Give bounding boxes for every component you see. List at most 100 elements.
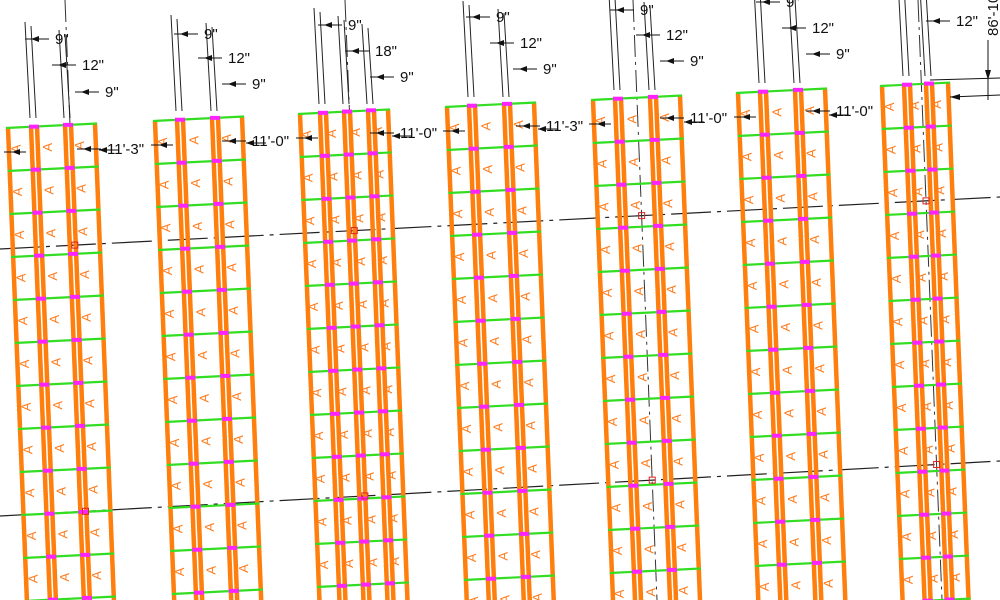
dimension: 9" [318,17,362,34]
tie-node [794,130,805,135]
bay-label: A [746,324,761,334]
dimension: 9" [25,31,69,48]
bay-label: A [45,271,60,281]
tie-node [378,409,389,414]
bay-label: A [193,307,208,317]
dimension-label: 11'-3" [107,141,144,158]
tie-node [323,239,334,244]
bay-label: A [890,317,905,327]
bay-label: A [377,298,392,308]
tie-node [328,368,339,373]
bay-label: A [332,344,347,354]
bay-label: A [514,206,529,216]
tie-node [941,511,952,516]
tie-line [456,402,549,410]
tie-node [181,289,192,294]
tie-node [623,354,634,359]
dimension-label: 11'-3" [546,118,583,135]
bay-label: A [85,485,100,495]
tie-node [661,438,672,443]
dimension-label: 11'-0" [252,133,289,150]
tie-node [34,253,45,258]
bay-label: A [234,521,249,531]
bay-label: A [819,536,834,546]
arrow-left-icon [684,119,692,125]
tie-node [215,244,226,249]
bay-label: A [930,142,945,152]
tie-node [649,137,660,142]
bay-label: A [459,424,474,434]
dimension-label: 12" [956,13,978,30]
bay-label: A [450,209,465,219]
tie-node [658,352,669,357]
bay-label: A [355,299,370,309]
tie-node [808,474,819,479]
tie-line [737,130,829,138]
bay-label: A [198,436,213,446]
dimension: 11'-0" [222,133,289,150]
tie-node [367,151,378,156]
arrow-left-icon [519,66,527,72]
tie-line [455,359,547,367]
bay-label: A [311,431,326,441]
tie-node [350,324,361,329]
bay-label: A [227,349,242,359]
extension-line [205,22,212,112]
bay-label: A [528,550,543,560]
tie-node [225,502,236,507]
tie-line [19,466,111,474]
tie-line [735,87,828,95]
tie-node [223,459,234,464]
bay-label: A [897,489,912,499]
tie-line [444,101,537,109]
tie-line [450,230,542,238]
tie-node [467,103,477,108]
bay-label: A [89,571,104,581]
bay-label: A [605,417,620,427]
extension-line [497,8,504,98]
bay-label: A [455,338,470,348]
grid-intersection-marker [350,227,358,235]
bay-label: A [190,221,205,231]
bay-label: A [755,539,770,549]
bay-label: A [361,471,376,481]
tie-node [907,211,918,216]
column-bar [677,95,703,600]
bay-label: A [942,443,957,453]
tie-node [512,359,523,364]
tie-line [460,488,552,496]
arrow-left-icon [642,32,650,38]
tie-node [80,552,91,557]
extension-line [468,4,475,98]
tie-node [510,316,521,321]
tie-node [514,402,525,407]
bay-label: A [817,493,832,503]
bay-label: A [892,360,907,370]
arrow-left-icon [204,55,212,61]
arrow-left-icon [12,149,20,155]
tie-node [663,481,674,486]
tie-line [898,554,969,561]
extension-line [754,0,760,84]
bay-label: A [917,359,932,369]
arrow-left-icon [597,121,605,127]
tie-line [891,382,963,389]
tie-node [352,367,363,372]
tie-line [893,425,964,432]
tie-node [76,466,87,471]
tie-node [78,509,89,514]
tie-node [803,345,814,350]
bay-label: A [924,531,939,541]
bay-label: A [608,503,623,513]
tie-node [618,225,629,230]
tie-line [596,223,688,231]
bay-label: A [84,442,99,452]
